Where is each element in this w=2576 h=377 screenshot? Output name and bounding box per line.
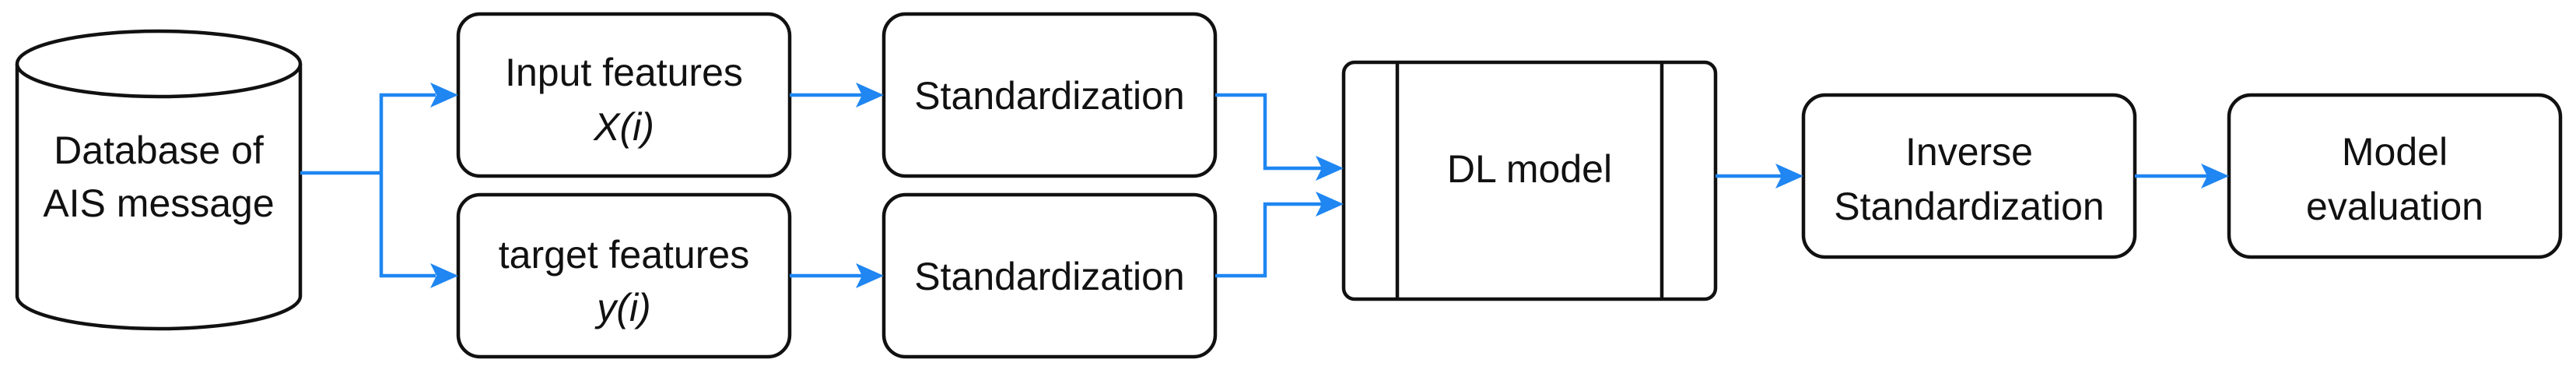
standardization-top-node: Standardization [881,12,1218,178]
model-evaluation-box [2227,93,2563,259]
database-node: Database of AIS message [15,29,303,331]
connector-standardization-top-to-dl [1215,93,1322,171]
arrowhead-to-dl-bottom [1316,192,1344,217]
inverse-standardization-box [1801,93,2137,259]
database-label-line-1: Database of [54,129,264,172]
database-label-line-2: AIS message [43,181,274,225]
arrowhead-to-target [430,263,458,288]
connector-database-to-target [379,173,436,278]
target-features-node: target features y(i) [456,192,792,359]
connector-database-to-input [379,93,436,173]
inverse-standardization-label-line-2: Standardization [1834,185,2104,228]
database-cylinder-body [15,64,303,331]
connector-standardization-bottom-to-dl [1215,202,1322,278]
arrowhead-to-input [430,83,458,107]
input-features-label: Input features [505,51,743,94]
standardization-top-label: Standardization [914,74,1184,118]
model-evaluation-label-line-1: Model [2342,130,2448,174]
model-evaluation-node: Model evaluation [2227,93,2563,259]
standardization-bottom-label: Standardization [914,255,1184,298]
input-features-box [456,12,792,178]
arrowhead-to-dl-top [1316,156,1344,181]
dl-model-node: DL model [1341,60,1718,301]
target-features-label: target features [499,233,749,277]
arrowhead-to-standardization-top [856,83,884,107]
inverse-standardization-label-line-1: Inverse [1905,130,2033,174]
input-features-formula: X(i) [593,105,654,149]
arrowhead-to-standardization-bottom [856,263,884,288]
target-features-formula: y(i) [594,286,650,329]
model-evaluation-label-line-2: evaluation [2306,185,2483,228]
inverse-standardization-node: Inverse Standardization [1801,93,2137,259]
standardization-bottom-node: Standardization [881,192,1218,359]
dl-model-box [1341,60,1718,301]
database-cylinder-top [15,29,303,99]
dl-model-label: DL model [1447,147,1612,191]
input-features-node: Input features X(i) [456,12,792,178]
arrowhead-to-evaluation [2201,164,2229,188]
arrowhead-to-inverse [1775,164,1803,188]
connectors [300,83,2229,288]
